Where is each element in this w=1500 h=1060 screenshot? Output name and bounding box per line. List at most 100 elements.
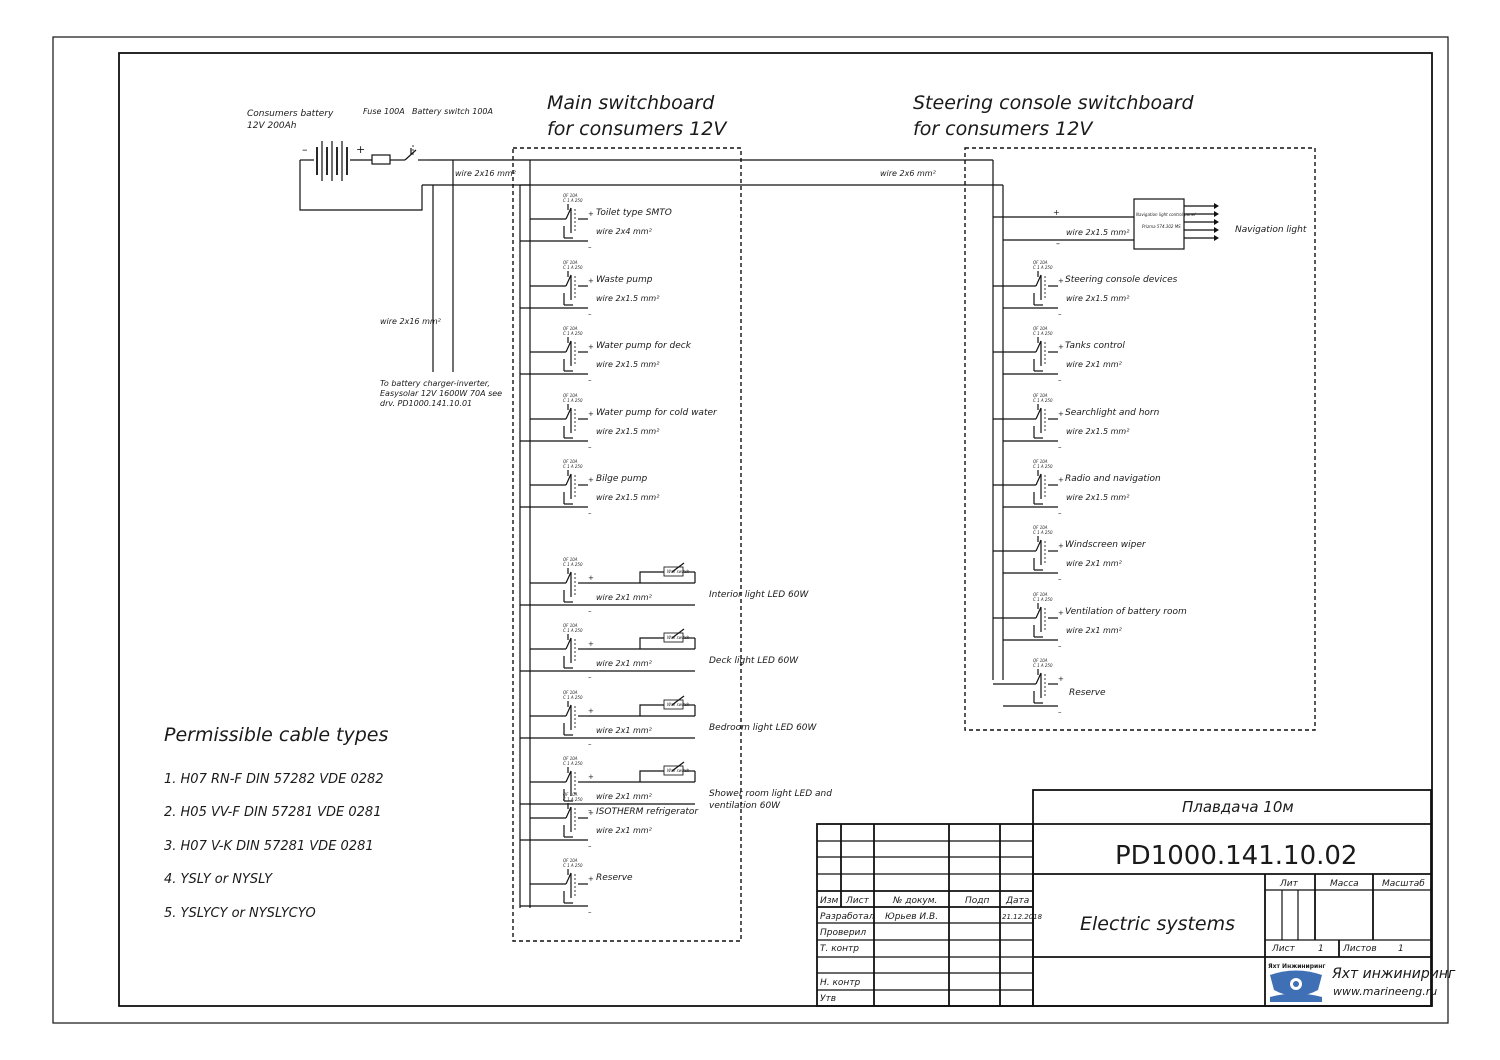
svg-text:+: + bbox=[1058, 675, 1064, 683]
cable-types-list: Permissible cable types 1. H07 RN-F DIN … bbox=[164, 724, 388, 921]
circuit-name: Bedroom light LED 60W bbox=[709, 723, 818, 733]
svg-text:–: – bbox=[588, 740, 592, 748]
svg-text:–: – bbox=[1056, 239, 1060, 248]
circuit-name: Interior light LED 60W bbox=[709, 590, 809, 600]
svg-text:+: + bbox=[588, 707, 594, 715]
console-switchboard-boundary bbox=[964, 147, 1316, 731]
circuit-name: Ventilation of battery room bbox=[1065, 607, 1187, 617]
wall-switch-icon: Wall switch bbox=[663, 562, 696, 583]
battery-switch-label: Battery switch 100A bbox=[412, 107, 493, 116]
company-logo: Яхт Инжиниринг bbox=[1268, 963, 1326, 1002]
wall-switch-label: Wall switch bbox=[667, 768, 690, 773]
svg-text:–: – bbox=[1058, 310, 1062, 318]
company-name: Яхт инжиниринг bbox=[1331, 966, 1456, 982]
col-date: Дата bbox=[1005, 896, 1029, 906]
main-switchboard-title-2: for consumers 12V bbox=[547, 118, 728, 140]
breaker-sublabel: C 1 A 250 bbox=[563, 562, 583, 567]
circuit-name: Reserve bbox=[596, 873, 633, 883]
circuit-wire: wire 2x1.5 mm² bbox=[1066, 294, 1130, 303]
vertical-feed-wire: wire 2x16 mm² bbox=[380, 317, 442, 326]
circuit-name: Reserve bbox=[1069, 688, 1106, 698]
svg-text:+: + bbox=[1053, 208, 1060, 217]
circuit-name: Searchlight and horn bbox=[1065, 408, 1160, 418]
breaker-label: QF 10A bbox=[563, 756, 578, 761]
battery-icon bbox=[300, 141, 372, 181]
breaker-label: QF 10A bbox=[563, 623, 578, 628]
svg-text:–: – bbox=[588, 509, 592, 517]
circuit-name-2: ventilation 60W bbox=[709, 801, 781, 811]
breaker-sublabel: C 1 A 250 bbox=[563, 398, 583, 403]
breaker-sublabel: C 1 A 250 bbox=[563, 695, 583, 700]
console-switchboard: Steering console switchboard for consume… bbox=[913, 92, 1316, 731]
circuit-name: Water pump for cold water bbox=[596, 408, 718, 418]
row-developer: Разработал bbox=[820, 912, 875, 922]
col-doc: № докум. bbox=[892, 896, 937, 906]
col-list: Лист bbox=[845, 896, 870, 906]
wall-switch-icon: Wall switch bbox=[663, 628, 696, 649]
breaker-label: QF 10A bbox=[1033, 326, 1048, 331]
circuit-wire: wire 2x1.5 mm² bbox=[596, 427, 660, 436]
circuit-wire: wire 2x4 mm² bbox=[596, 227, 653, 236]
breaker-sublabel: C 1 A 250 bbox=[1033, 398, 1053, 403]
svg-text:+: + bbox=[588, 574, 594, 582]
nav-light-output-arrows bbox=[1184, 203, 1219, 241]
svg-text:–: – bbox=[588, 908, 592, 916]
charger-note-1: To battery charger-inverter, bbox=[380, 379, 490, 388]
breaker-label: QF 10A bbox=[563, 792, 578, 797]
cable-type-item: 1. H07 RN-F DIN 57282 VDE 0282 bbox=[164, 772, 384, 787]
svg-text:+: + bbox=[1058, 410, 1064, 418]
circuit-wire: wire 2x1 mm² bbox=[1066, 626, 1123, 635]
drawing-code: PD1000.141.10.02 bbox=[1115, 841, 1357, 871]
sheets-label: Листов bbox=[1342, 944, 1377, 954]
breaker-label: QF 10A bbox=[563, 557, 578, 562]
breaker-sublabel: C 1 A 250 bbox=[563, 797, 583, 802]
svg-text:–: – bbox=[1058, 642, 1062, 650]
charger-note-3: drv. PD1000.141.10.01 bbox=[380, 399, 472, 408]
signature-grid bbox=[816, 823, 1034, 1007]
breaker-sublabel: C 1 A 250 bbox=[563, 863, 583, 868]
cable-type-item: 4. YSLY or NYSLY bbox=[164, 872, 273, 887]
console-switchboard-title-2: for consumers 12V bbox=[913, 118, 1094, 140]
battery-switch-icon bbox=[404, 145, 430, 161]
circuit-name: Shower room light LED and bbox=[709, 789, 832, 799]
svg-text:+: + bbox=[588, 875, 594, 883]
circuit-name: Waste pump bbox=[596, 275, 653, 285]
charger-note-2: Easysolar 12V 1600W 70A see bbox=[380, 389, 502, 398]
breaker-sublabel: C 1 A 250 bbox=[563, 331, 583, 336]
circuit-wire: wire 2x1.5 mm² bbox=[596, 360, 660, 369]
company-website: www.marineeng.ru bbox=[1333, 985, 1437, 998]
drawing-name: Electric systems bbox=[1080, 913, 1235, 935]
wall-switch-icon: Wall switch bbox=[663, 761, 696, 782]
circuit-wire: wire 2x1 mm² bbox=[596, 659, 653, 668]
nav-light-wire: wire 2x1.5 mm² bbox=[1066, 228, 1130, 237]
circuit-wire: wire 2x1.5 mm² bbox=[596, 493, 660, 502]
svg-text:–: – bbox=[1058, 509, 1062, 517]
svg-text:–: – bbox=[588, 842, 592, 850]
nav-light-label: Navigation light bbox=[1235, 225, 1307, 235]
circuit-wire: wire 2x1 mm² bbox=[596, 726, 653, 735]
breaker-label: QF 10A bbox=[563, 193, 578, 198]
main-switchboard-title-1: Main switchboard bbox=[547, 92, 715, 114]
breaker-label: QF 10A bbox=[563, 459, 578, 464]
circuit-wire: wire 2x1 mm² bbox=[596, 593, 653, 602]
main-switchboard: Main switchboard for consumers 12V QF 10… bbox=[512, 92, 832, 942]
cable-type-item: 2. H05 VV-F DIN 57281 VDE 0281 bbox=[164, 805, 381, 820]
breaker-sublabel: C 1 A 250 bbox=[563, 761, 583, 766]
breaker-label: QF 10A bbox=[1033, 525, 1048, 530]
mass-header: Масса bbox=[1330, 879, 1359, 889]
breaker-label: QF 10A bbox=[1033, 459, 1048, 464]
breaker-sublabel: C 1 A 250 bbox=[1033, 464, 1053, 469]
